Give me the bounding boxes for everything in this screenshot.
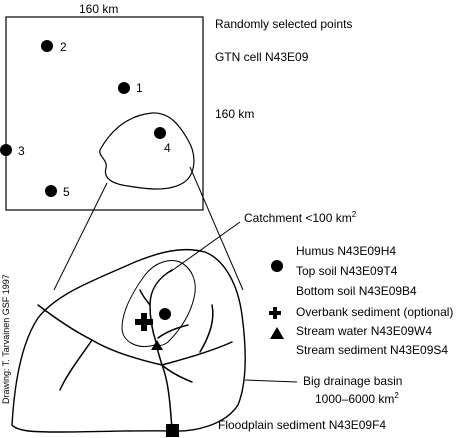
legend-soil-symbol [271,260,283,272]
drawing-credit: Drawing: T. Tarvainen GSF 1997 [1,274,11,404]
point-5-marker [45,185,57,197]
basin-range: 1000–6000 km2 [315,389,399,406]
floodplain-sample-marker [166,424,179,437]
soil-sample-marker [159,308,171,320]
basin-range-text: 1000–6000 km [315,392,395,406]
point-5-label: 5 [63,185,70,199]
catchment-text: Catchment <100 km [244,211,352,225]
point-1-marker [118,82,130,94]
point-3-marker [0,144,12,156]
legend-stream-sediment: Stream sediment N43E09S4 [296,343,449,357]
floodplain-label: Floodplain sediment N43E09F4 [218,418,387,432]
point-2-marker [41,40,53,52]
stream-sample-marker [151,340,163,350]
basin-callout-line [244,379,298,383]
small-catchment-outline [99,112,195,190]
gtn-cell-label: GTN cell N43E09 [215,50,309,64]
projection-line-left [53,182,108,291]
point-4-marker [154,127,166,139]
basin-label: Big drainage basin [303,374,403,388]
point-3-label: 3 [18,144,25,158]
legend-overbank-symbol [269,307,281,319]
cell-height-label: 160 km [215,107,255,121]
legend-humus: Humus N43E09H4 [296,244,397,258]
gtn-cell-square [5,16,204,211]
basin-unit-sup: 2 [394,391,399,400]
projection-line-right [189,166,244,291]
point-2-label: 2 [60,40,67,54]
enlarged-catchment-outline [121,260,196,347]
overbank-sample-marker [135,313,153,331]
legend-overbank: Overbank sediment (optional) [296,305,454,319]
cell-width-label: 160 km [79,2,119,16]
catchment-callout-line [169,221,241,273]
legend-stream-symbol [270,327,284,339]
point-1-label: 1 [136,81,143,95]
legend-bottomsoil: Bottom soil N43E09B4 [296,284,417,298]
catchment-label: Catchment <100 km2 [244,208,356,225]
big-basin-outline [11,248,246,433]
point-4-label: 4 [164,141,171,155]
catchment-unit-sup: 2 [351,210,357,219]
legend-topsoil: Top soil N43E09T4 [296,264,398,278]
legend-stream-water: Stream water N43E09W4 [296,324,433,338]
selection-title: Randomly selected points [215,17,353,31]
